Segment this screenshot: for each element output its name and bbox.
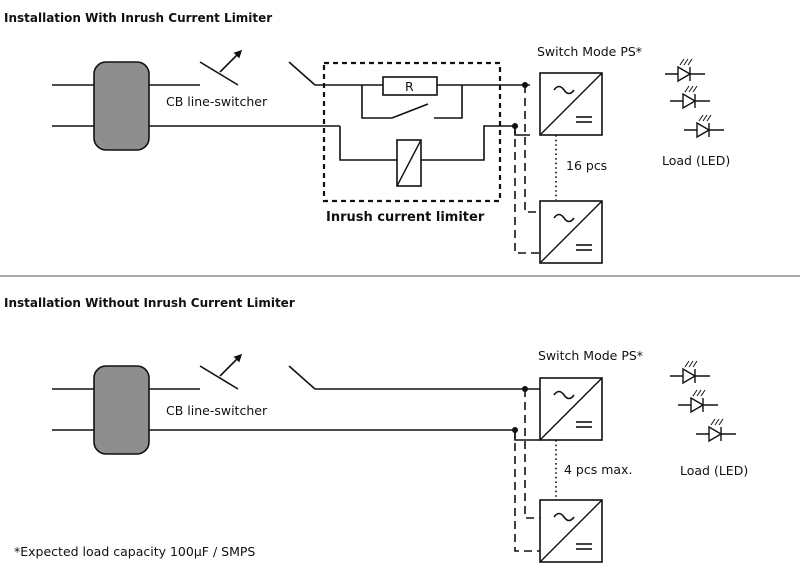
bottom-led-icon-1 (669, 360, 711, 384)
bottom-smps-icon-2 (539, 499, 603, 563)
bottom-load-label: Load (LED) (680, 463, 748, 478)
top-led-icon-2 (669, 85, 711, 109)
bottom-smps-icon-1 (539, 377, 603, 441)
top-breaker-label: CB line-switcher (166, 94, 268, 109)
bottom-switch-icon (199, 353, 540, 390)
top-circuit-breaker-icon (52, 61, 200, 151)
resistor-icon (382, 76, 438, 96)
top-smps-icon-1 (539, 72, 603, 136)
top-led-icon-1 (664, 58, 706, 82)
top-psu-label: Switch Mode PS* (537, 44, 642, 59)
top-led-icon-3 (683, 114, 725, 138)
bottom-breaker-label: CB line-switcher (166, 403, 268, 418)
footnote: *Expected load capacity 100µF / SMPS (14, 544, 255, 559)
bottom-count-label: 4 pcs max. (564, 462, 632, 477)
bottom-led-icon-2 (677, 389, 719, 413)
bottom-circuit-breaker-icon (52, 365, 200, 455)
top-title: Installation With Inrush Current Limiter (4, 11, 272, 25)
top-smps-icon-2 (539, 200, 603, 264)
inrush-limiter-box (322, 61, 502, 203)
resistor-label: R (405, 79, 414, 94)
top-switch-icon (199, 49, 530, 86)
top-load-label: Load (LED) (662, 153, 730, 168)
limiter-label: Inrush current limiter (326, 210, 485, 225)
bottom-title: Installation Without Inrush Current Limi… (4, 296, 295, 310)
relay-coil-icon (396, 139, 422, 187)
bottom-psu-label: Switch Mode PS* (538, 348, 643, 363)
top-count-label: 16 pcs (566, 158, 607, 173)
bottom-led-icon-3 (695, 418, 737, 442)
